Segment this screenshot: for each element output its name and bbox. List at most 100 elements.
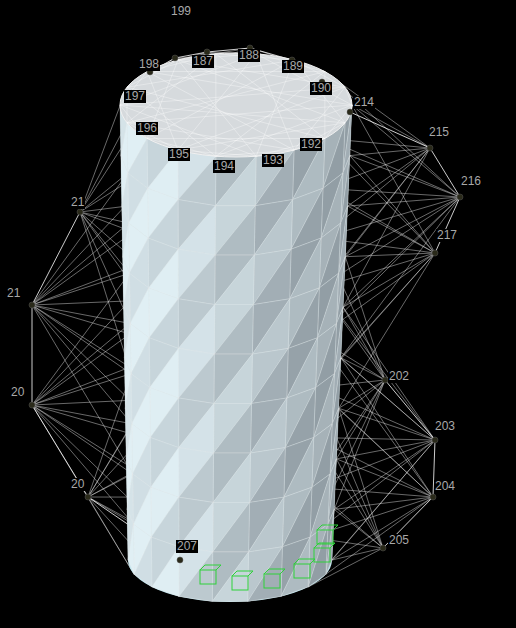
facet: [215, 206, 255, 255]
facet: [250, 448, 286, 503]
facet: [252, 299, 289, 354]
joint-dot: [172, 55, 178, 61]
facet: [134, 537, 152, 587]
joint-dot: [430, 494, 436, 500]
facet: [215, 206, 255, 255]
node-number: 214: [353, 96, 375, 109]
node-number: 188: [238, 49, 260, 62]
joint-dot: [427, 145, 433, 151]
cable: [348, 206, 435, 253]
support-symbol: [294, 559, 299, 564]
facet: [254, 200, 292, 256]
cable: [80, 123, 127, 212]
cable: [334, 509, 383, 548]
facet: [248, 547, 283, 602]
support-symbol: [216, 565, 221, 570]
facet: [214, 404, 252, 454]
node-number: 20: [70, 478, 85, 491]
joint-dot: [85, 494, 91, 500]
facet: [214, 404, 252, 454]
facet: [212, 552, 248, 602]
facet: [253, 249, 291, 304]
facet: [215, 255, 255, 305]
facet: [214, 305, 253, 355]
facet: [178, 156, 216, 206]
joint-dot: [177, 557, 183, 563]
facet: [254, 200, 292, 256]
cable: [32, 324, 130, 406]
facet: [213, 502, 250, 552]
node-number: 202: [388, 370, 410, 383]
facet: [308, 524, 328, 587]
top-net: [127, 123, 178, 150]
facet: [251, 398, 287, 453]
top-net: [178, 60, 256, 156]
facet: [152, 547, 179, 597]
node-number: 204: [434, 480, 456, 493]
top-net: [178, 87, 345, 150]
cable: [32, 405, 133, 474]
facet: [214, 354, 253, 403]
facet: [178, 305, 214, 355]
cable: [32, 273, 129, 405]
support-symbol: [299, 559, 315, 560]
facet: [251, 398, 287, 453]
support-symbol: [248, 571, 253, 576]
node-number: 197: [124, 90, 146, 103]
top-net: [120, 105, 345, 123]
joint-dot: [29, 302, 35, 308]
cable: [341, 358, 435, 440]
facet: [255, 150, 294, 206]
cable: [88, 424, 132, 497]
facet: [179, 453, 214, 502]
cable: [348, 148, 430, 206]
support-symbol: [333, 525, 338, 530]
edge-cable: [32, 405, 88, 497]
cable: [339, 408, 435, 440]
node-number: 207: [176, 540, 198, 553]
cable: [345, 197, 460, 257]
top-net: [120, 72, 147, 105]
node-number: 217: [436, 229, 458, 242]
cable: [32, 273, 129, 305]
facet: [213, 453, 250, 502]
node-number: 205: [388, 534, 410, 547]
facet: [178, 206, 215, 255]
facet: [253, 249, 291, 304]
facet: [252, 299, 289, 354]
joint-dot: [380, 545, 386, 551]
cable: [336, 459, 383, 548]
facet: [214, 305, 253, 355]
facet: [213, 453, 250, 502]
facet: [250, 448, 286, 503]
top-net: [256, 60, 294, 156]
node-number: 193: [262, 154, 284, 167]
support-symbol: [205, 565, 221, 566]
support-symbol: [322, 525, 338, 526]
cable: [332, 548, 383, 560]
facet: [179, 404, 214, 454]
support-symbol: [317, 530, 333, 544]
cable: [32, 405, 134, 574]
cable: [88, 374, 131, 497]
top-cap: [120, 53, 352, 157]
support-symbol: [237, 571, 253, 572]
support-symbol: [269, 569, 285, 570]
joint-dot: [347, 109, 353, 115]
facet: [308, 524, 328, 587]
facet: [248, 547, 283, 602]
edge-cable: [350, 112, 430, 148]
top-net: [216, 72, 325, 157]
joint-dot: [77, 209, 83, 215]
top-net: [345, 87, 352, 105]
tower-silhouette: [120, 105, 352, 602]
top-net: [147, 72, 294, 150]
cable: [32, 405, 133, 524]
tower-top: [120, 53, 352, 157]
edge-cable: [32, 305, 33, 405]
cable: [339, 253, 435, 408]
joint-dot: [457, 194, 463, 200]
edge-cable: [430, 148, 460, 197]
